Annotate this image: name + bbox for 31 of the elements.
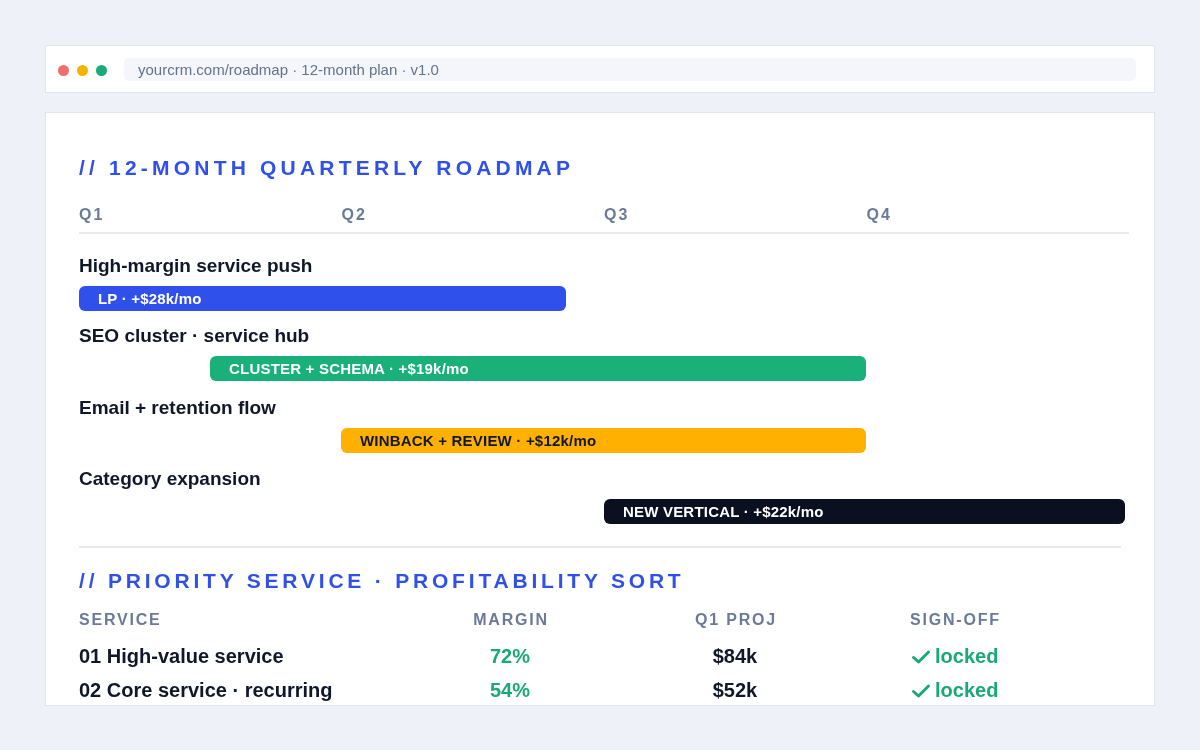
margin-value: 54% bbox=[490, 678, 530, 702]
margin-value: 72% bbox=[490, 644, 530, 668]
column-header: MARGIN bbox=[473, 610, 549, 630]
status-text: locked bbox=[935, 678, 999, 702]
column-header: SIGN-OFF bbox=[910, 610, 1001, 630]
projection-value: $84k bbox=[712, 644, 758, 668]
row-title: Category expansion bbox=[79, 468, 261, 490]
timeline-bar bbox=[341, 428, 866, 453]
section-heading: // 12-MONTH QUARTERLY ROADMAP bbox=[79, 155, 575, 181]
bar-label: WINBACK + REVIEW · +$12k/mo bbox=[360, 431, 597, 451]
bar-label: CLUSTER + SCHEMA · +$19k/mo bbox=[229, 359, 469, 379]
quarter-label: Q3 bbox=[604, 205, 630, 225]
timeline-bar bbox=[79, 286, 566, 311]
row-title: Email + retention flow bbox=[79, 397, 276, 419]
quarter-label: Q2 bbox=[341, 205, 367, 225]
projection-value: $52k bbox=[712, 678, 758, 702]
quarter-label: Q1 bbox=[79, 205, 105, 225]
timeline-bar bbox=[210, 356, 866, 381]
quarter-label: Q4 bbox=[866, 205, 892, 225]
timeline-bar bbox=[604, 499, 1125, 524]
column-header: SERVICE bbox=[79, 610, 162, 630]
status-text: locked bbox=[935, 644, 999, 668]
bar-label: NEW VERTICAL · +$22k/mo bbox=[623, 502, 824, 522]
section-heading: // PRIORITY SERVICE · PROFITABILITY SORT bbox=[79, 568, 685, 594]
column-header: Q1 PROJ bbox=[695, 610, 777, 630]
row-title: SEO cluster · service hub bbox=[79, 325, 310, 347]
bar-label: LP · +$28k/mo bbox=[98, 289, 202, 309]
address-bar: yourcrm.com/roadmap · 12-month plan · v1.0 bbox=[124, 58, 1136, 81]
row-title: High-margin service push bbox=[79, 255, 313, 277]
service-name: 02 Core service · recurring bbox=[79, 678, 333, 702]
service-name: 01 High-value service bbox=[79, 644, 284, 668]
